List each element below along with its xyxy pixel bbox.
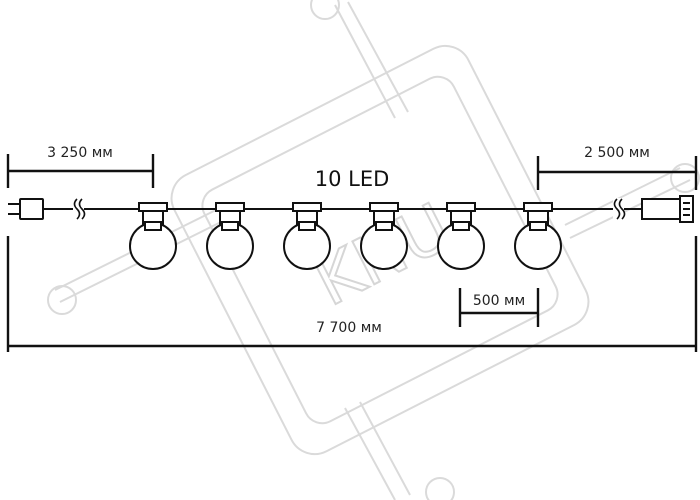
bulb-group bbox=[129, 202, 562, 270]
bulb-icon bbox=[283, 202, 331, 270]
wire-break-right bbox=[613, 198, 626, 220]
bulb-icon bbox=[206, 202, 254, 270]
bulb-icon bbox=[437, 202, 485, 270]
end-connector-icon bbox=[641, 195, 694, 223]
watermark-ring bbox=[47, 285, 77, 315]
watermark-line bbox=[347, 1, 409, 113]
watermark-line bbox=[334, 4, 396, 119]
wire-break-left bbox=[73, 198, 86, 220]
dimension-left-cable bbox=[6, 154, 155, 188]
watermark-ring bbox=[670, 163, 700, 193]
dimension-total-label: 7 700 мм bbox=[316, 320, 382, 336]
watermark-line bbox=[564, 167, 681, 226]
watermark-frame-inner bbox=[201, 75, 559, 425]
bulb-icon bbox=[360, 202, 408, 270]
dimension-spacing-label: 500 мм bbox=[473, 293, 525, 309]
watermark-line bbox=[359, 401, 411, 496]
diagram-title: 10 LED bbox=[315, 167, 390, 191]
watermark-ring bbox=[310, 0, 340, 20]
dimension-total bbox=[6, 236, 698, 352]
dimension-left-label: 3 250 мм bbox=[47, 145, 113, 161]
dimension-right-cable bbox=[536, 156, 698, 190]
watermark-ring bbox=[425, 477, 455, 500]
dimension-right-label: 2 500 мм bbox=[584, 145, 650, 161]
power-plug-icon bbox=[8, 198, 44, 220]
dimension-spacing bbox=[458, 288, 540, 327]
watermark-line bbox=[344, 407, 396, 500]
bulb-icon bbox=[129, 202, 177, 270]
bulb-icon bbox=[514, 202, 562, 270]
watermark-frame-outer bbox=[170, 44, 590, 456]
